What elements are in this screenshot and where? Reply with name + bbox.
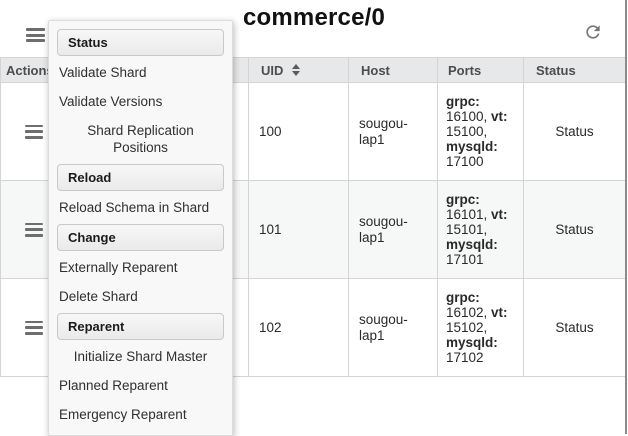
menu-section-header: Reparent: [57, 313, 224, 340]
port-label: grpc:: [446, 192, 480, 207]
menu-item[interactable]: Emergency Reparent: [59, 407, 187, 422]
column-header-uid-label: UID: [261, 62, 284, 78]
host-cell: sougou-lap1: [348, 278, 438, 377]
port-label: mysqld:: [446, 335, 498, 350]
hamburger-bar: [25, 332, 43, 335]
menu-section-header: Status: [57, 29, 224, 56]
menu-item[interactable]: Initialize Shard Master: [73, 349, 208, 364]
column-header-ports: Ports: [437, 57, 524, 83]
menu-item[interactable]: Planned Reparent: [59, 378, 168, 393]
host-cell: sougou-lap1: [348, 82, 438, 181]
status-link[interactable]: Status: [523, 180, 626, 279]
ports-cell: grpc: 16102, vt: 15102, mysqld: 17102: [437, 278, 524, 377]
hamburger-bar: [25, 130, 43, 133]
hamburger-bar: [26, 28, 45, 31]
uid-cell: 100: [248, 82, 349, 181]
port-label: mysqld:: [446, 139, 498, 154]
uid-cell: 101: [248, 180, 349, 279]
menu-section-header: Change: [57, 224, 224, 251]
hamburger-bar: [25, 228, 43, 231]
hamburger-bar: [25, 326, 43, 329]
row-actions-trigger hamburger-menu-icon[interactable]: [25, 124, 43, 139]
column-header-uid[interactable]: UID: [248, 57, 349, 83]
sort-desc-arrow: [292, 71, 301, 76]
menu-section-header: Reload: [57, 164, 224, 191]
ports-cell: grpc: 16101, vt: 15101, mysqld: 17101: [437, 180, 524, 279]
ports-cell: grpc: 16100, vt: 15100, mysqld: 17100: [437, 82, 524, 181]
menu-item[interactable]: Delete Shard: [59, 289, 138, 304]
hamburger-bar: [25, 136, 43, 139]
column-header-status: Status: [523, 57, 626, 83]
hamburger-bar: [26, 33, 45, 37]
status-link[interactable]: Status: [523, 278, 626, 377]
shard-actions-trigger hamburger-menu-icon[interactable]: [26, 28, 45, 42]
menu-item[interactable]: Externally Reparent: [59, 260, 178, 275]
menu-item[interactable]: Reload Schema in Shard: [59, 200, 210, 215]
port-label: grpc:: [446, 290, 480, 305]
hamburger-bar: [25, 320, 43, 323]
host-cell: sougou-lap1: [348, 180, 438, 279]
page-title: commerce/0: [242, 4, 386, 31]
port-label: vt:: [491, 109, 508, 124]
sort-updown-icon[interactable]: [292, 64, 301, 76]
port-label: grpc:: [446, 94, 480, 109]
refresh-button[interactable]: [582, 22, 604, 44]
menu-item[interactable]: Validate Shard: [59, 65, 147, 80]
sort-asc-arrow: [292, 64, 301, 69]
port-label: mysqld:: [446, 237, 498, 252]
refresh-icon: [583, 25, 603, 45]
hamburger-bar: [25, 234, 43, 237]
hamburger-bar: [25, 222, 43, 225]
column-header-host: Host: [348, 57, 438, 83]
uid-cell: 102: [248, 278, 349, 377]
menu-item[interactable]: Validate Versions: [59, 94, 163, 109]
row-actions-trigger hamburger-menu-icon[interactable]: [25, 320, 43, 335]
port-label: vt:: [491, 305, 508, 320]
row-actions-trigger hamburger-menu-icon[interactable]: [25, 222, 43, 237]
vertical-scrollbar[interactable]: [625, 0, 627, 434]
status-link[interactable]: Status: [523, 82, 626, 181]
hamburger-bar: [26, 39, 45, 42]
menu-item[interactable]: Shard Replication Positions: [87, 123, 194, 155]
port-label: vt:: [491, 207, 508, 222]
hamburger-bar: [25, 124, 43, 127]
